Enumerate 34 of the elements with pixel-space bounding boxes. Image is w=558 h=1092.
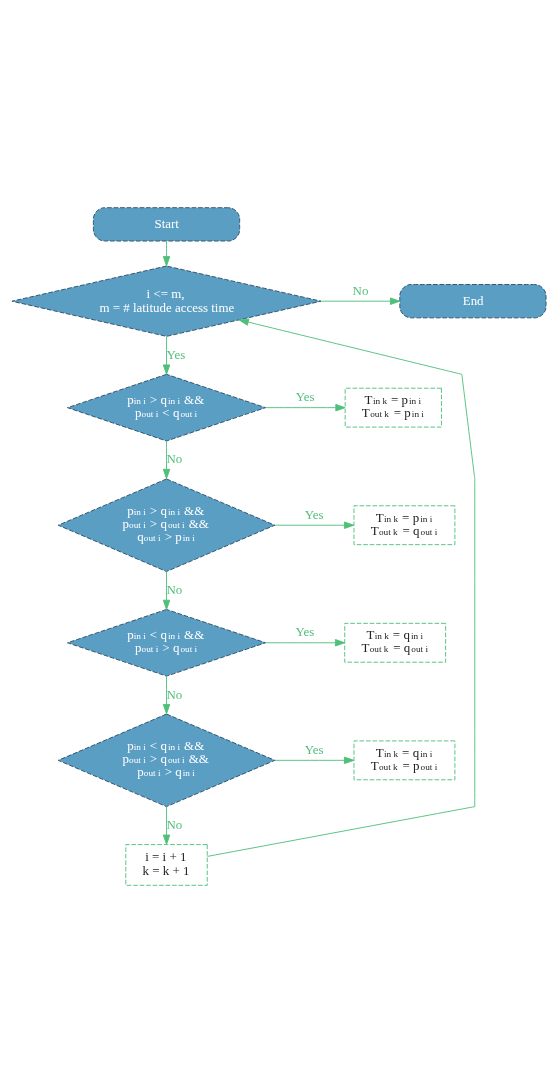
arrow <box>274 756 355 764</box>
node-box: Tin k = pin i Tout k = pin i <box>344 387 442 428</box>
node-box: Tin k = qin i Tout k = pout i <box>353 739 456 780</box>
node-box: Start <box>92 206 241 241</box>
arrow <box>265 638 346 646</box>
edge-label: No <box>166 816 183 832</box>
arrow <box>207 317 476 857</box>
edge-label: Yes <box>295 388 315 404</box>
edge-label: Yes <box>304 741 324 757</box>
edge-label: Yes <box>295 623 315 639</box>
node-diamond: pin i > qin i && pout i < qout i <box>67 373 267 441</box>
node-box: Tin k = qin i Tout k = qout i <box>344 622 447 663</box>
arrow <box>321 297 401 305</box>
node-diamond: i <= m, m = # latitude access time <box>11 265 322 337</box>
arrow <box>162 335 171 375</box>
arrow <box>274 521 355 529</box>
edge-label: No <box>352 282 369 298</box>
edge-label: No <box>166 581 183 597</box>
edge-label: No <box>166 686 183 701</box>
edge-label: Yes <box>304 506 324 522</box>
node-diamond: pin i < qin i && pout i > qout i && pout i > qin i <box>57 713 276 807</box>
arrow <box>162 440 171 479</box>
edge-label: No <box>166 450 183 466</box>
arrow <box>162 675 171 714</box>
node-diamond: pin i < qin i && pout i > qout i <box>67 608 267 677</box>
node-box: i = i + 1 k = k + 1 <box>125 843 208 886</box>
edge-label: Yes <box>166 346 186 362</box>
node-diamond: pin i > qin i && pout i > qout i && qout i > pin i <box>57 477 276 572</box>
node-box: Tin k = pin i Tout k = qout i <box>353 504 456 545</box>
arrow <box>162 240 171 266</box>
arrow <box>265 403 346 411</box>
arrow <box>162 805 171 845</box>
arrow <box>162 570 171 610</box>
node-box: End <box>399 283 547 318</box>
